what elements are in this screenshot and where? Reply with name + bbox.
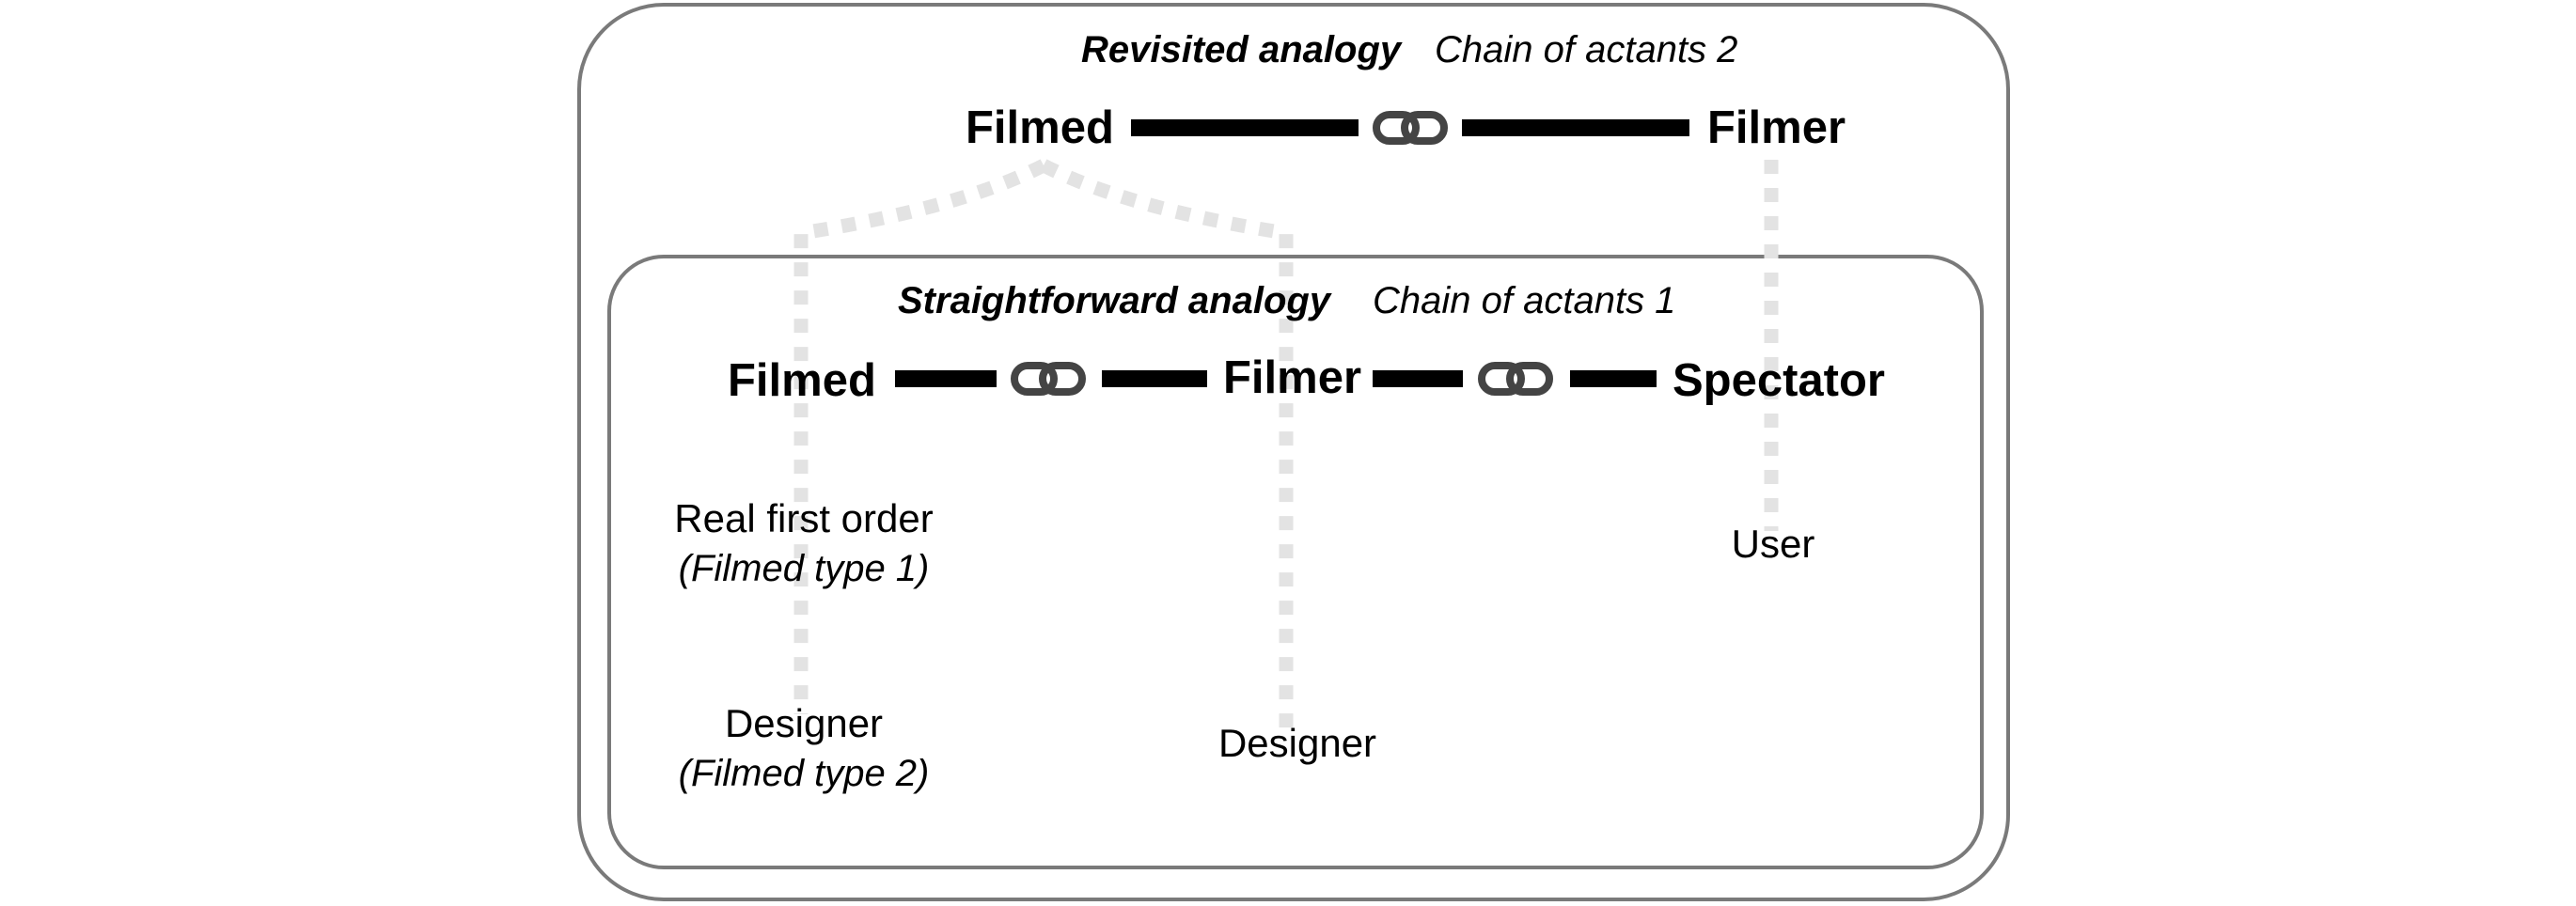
outer-node-filmed: Filmed	[966, 102, 1114, 153]
connector-filmed-to-filmer	[1040, 159, 1294, 733]
outer-frame	[577, 3, 2010, 901]
label-designer-left: Designer	[725, 701, 883, 745]
outer-link-bar-left	[1131, 119, 1359, 136]
inner-node-spectator: Spectator	[1673, 355, 1885, 406]
inner-link-bar-4	[1570, 370, 1657, 387]
label-real-first-order: Real first order	[674, 496, 933, 540]
outer-node-filmer: Filmer	[1707, 102, 1846, 153]
inner-link-bar-3	[1373, 370, 1463, 387]
inner-title-bold: Straightforward analogy	[898, 280, 1332, 321]
label-designer-middle: Designer	[1218, 721, 1376, 765]
outer-title-italic: Chain of actants 2	[1435, 29, 1737, 70]
inner-node-filmed: Filmed	[728, 355, 876, 406]
label-user: User	[1732, 522, 1815, 566]
label-filmed-type-1: (Filmed type 1)	[679, 548, 930, 589]
inner-node-filmer: Filmer	[1223, 352, 1361, 403]
inner-title-italic: Chain of actants 1	[1373, 280, 1675, 321]
outer-link-bar-right	[1462, 119, 1689, 136]
inner-link-bar-1	[895, 370, 997, 387]
chain-link-icon	[1482, 366, 1549, 392]
label-filmed-type-2: (Filmed type 2)	[679, 753, 930, 794]
inner-link-bar-2	[1102, 370, 1207, 387]
connector-filmed-to-filmed	[793, 159, 1047, 714]
chain-link-icon	[1376, 115, 1444, 141]
chain-link-icon	[1014, 366, 1082, 392]
inner-frame	[607, 255, 1984, 869]
outer-title-bold: Revisited analogy	[1081, 29, 1403, 70]
